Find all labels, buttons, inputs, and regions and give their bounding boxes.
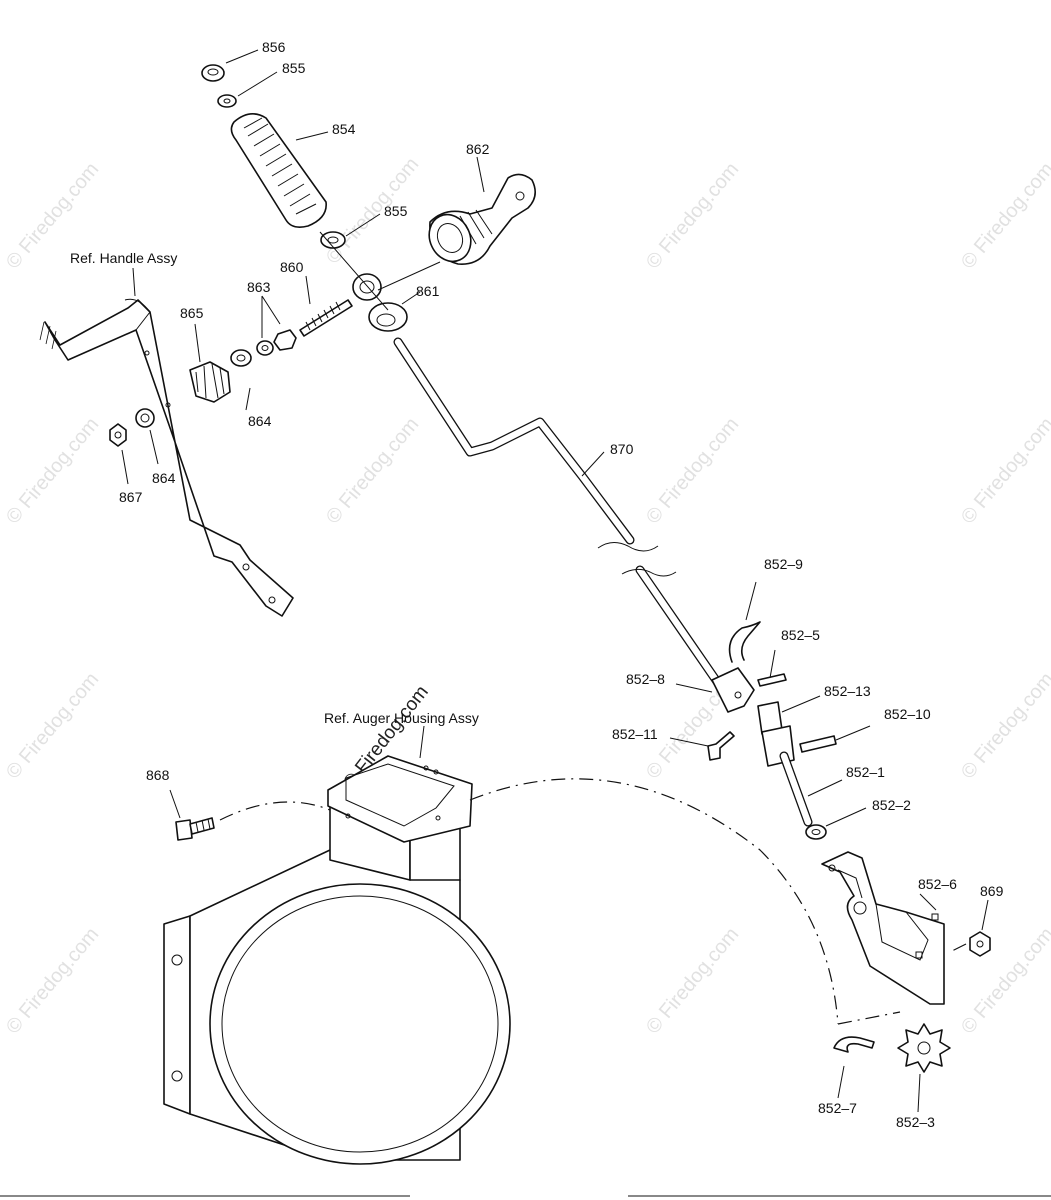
watermark: © Firedog.com (642, 158, 743, 273)
watermark: © Firedog.com (2, 413, 103, 528)
washer-855-mid (320, 231, 346, 249)
nut-863-a (256, 340, 274, 356)
label-864-a: 864 (248, 413, 272, 429)
hairpin-852-9 (728, 621, 761, 663)
linkage-852 (707, 621, 837, 840)
grip-854 (230, 113, 327, 228)
watermark: © Firedog.com (957, 413, 1051, 528)
grip-stack (201, 64, 346, 249)
label-863: 863 (247, 279, 271, 295)
watermarks: © Firedog.com © Firedog.com © Firedog.co… (2, 153, 1051, 1038)
pin-852-10 (799, 735, 837, 753)
watermark: © Firedog.com (957, 158, 1051, 273)
label-852-6: 852–6 (918, 876, 957, 892)
part-labels: 856 855 854 862 855 Ref. Handle Assy 860… (70, 39, 1004, 1130)
washer-864-a (230, 349, 252, 367)
clip-852-7 (833, 1036, 875, 1053)
label-867: 867 (119, 489, 143, 505)
label-852-13: 852–13 (824, 683, 871, 699)
grommet-861 (368, 302, 408, 332)
label-870: 870 (610, 441, 634, 457)
label-852-8: 852–8 (626, 671, 665, 687)
label-852-2: 852–2 (872, 797, 911, 813)
bracket-852-6 (821, 851, 945, 1005)
gear-852-3 (897, 1023, 951, 1073)
clevis-852-8 (711, 667, 755, 713)
assembly-line (949, 943, 967, 953)
label-862: 862 (466, 141, 490, 157)
label-852-7: 852–7 (818, 1100, 857, 1116)
leader-lines (121, 49, 989, 1113)
label-861: 861 (416, 283, 440, 299)
label-ref-handle: Ref. Handle Assy (70, 250, 177, 266)
label-852-11: 852–11 (612, 726, 658, 742)
watermark: © Firedog.com (642, 923, 743, 1038)
label-852-5: 852–5 (781, 627, 820, 643)
label-856: 856 (262, 39, 286, 55)
label-865: 865 (180, 305, 204, 321)
label-852-1: 852–1 (846, 764, 885, 780)
bolt-868 (175, 817, 215, 841)
assembly-line (469, 778, 839, 1025)
bolt-852-11 (707, 731, 735, 761)
nut-867 (109, 423, 127, 447)
watermark: © Firedog.com (957, 668, 1051, 783)
label-ref-auger: Ref. Auger Housing Assy (324, 710, 479, 726)
label-852-9: 852–9 (764, 556, 803, 572)
label-860: 860 (280, 259, 304, 275)
washer-855-top (217, 94, 237, 108)
watermark: © Firedog.com (2, 668, 103, 783)
watermark: © Firedog.com (2, 923, 103, 1038)
rod-870 (393, 337, 725, 691)
handle-assembly (39, 298, 294, 617)
yoke-862 (428, 173, 536, 265)
nut-863-b (273, 329, 297, 351)
assembly-line (837, 1011, 901, 1025)
label-869: 869 (980, 883, 1004, 899)
label-855-top: 855 (282, 60, 306, 76)
washer-864-b (135, 408, 155, 428)
watermark: © Firedog.com (322, 413, 423, 528)
label-852-10: 852–10 (884, 706, 931, 722)
label-854: 854 (332, 121, 356, 137)
cap-856 (201, 64, 225, 82)
label-855-mid: 855 (384, 203, 408, 219)
knob-865 (189, 361, 231, 403)
label-852-3: 852–3 (896, 1114, 935, 1130)
eyebolt-860 (299, 273, 382, 337)
label-868: 868 (146, 767, 170, 783)
pin-852-5 (757, 673, 787, 687)
assembly-line (219, 801, 331, 821)
label-864-b: 864 (152, 470, 176, 486)
watermark: © Firedog.com (642, 413, 743, 528)
nut-869 (969, 931, 991, 957)
chute-housing (163, 755, 511, 1165)
washer-852-2 (805, 824, 827, 840)
